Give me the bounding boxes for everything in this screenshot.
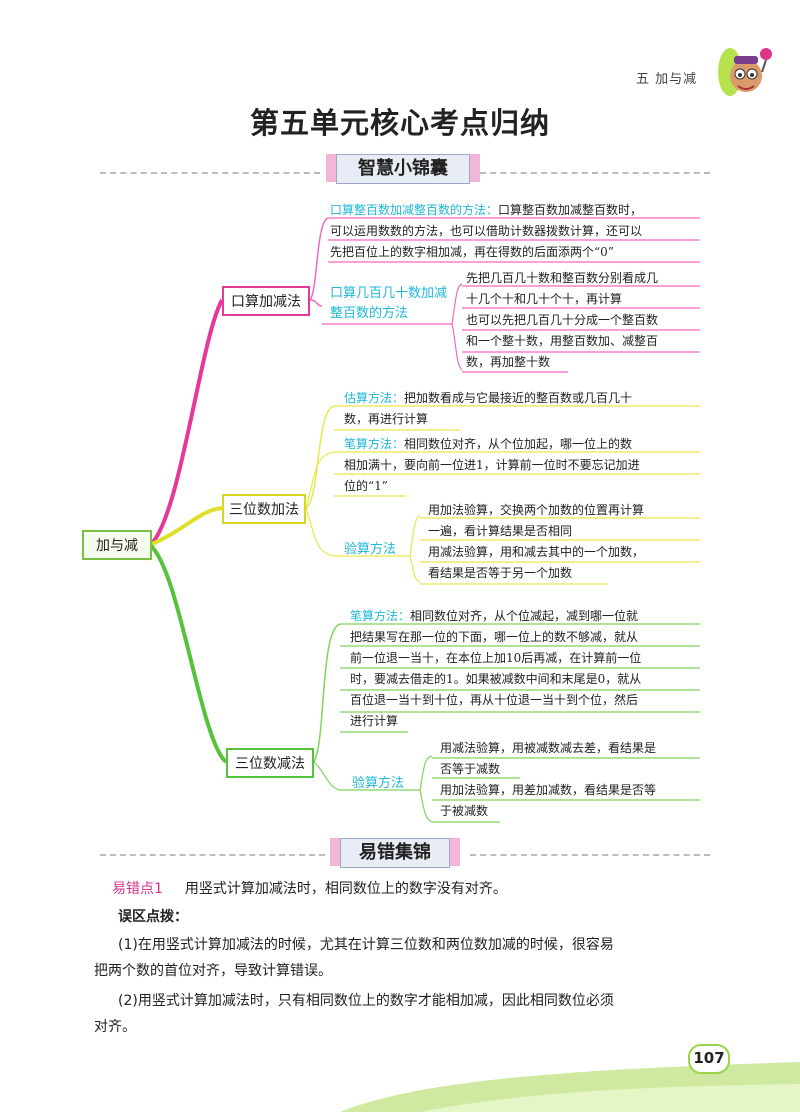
item-line: 相同数位对齐，从个位减起，减到哪一位就 (410, 609, 639, 623)
branch2-item3-heading: 验算方法 (344, 542, 397, 557)
section-banner-tips: 智慧小锦囊 (336, 154, 470, 184)
item-line: 百位退一当十到十位，再从十位退一当十到个位，然后 (350, 693, 639, 707)
item-line: 相加满十，要向前一位进1，计算前一位时不要忘记加进 (344, 458, 640, 472)
para-line: (2)用竖式计算加减法时，只有相同数位上的数字才能相加减，因此相同数位必须 (118, 993, 614, 1009)
branch2-item3-subs: 用加法验算，交换两个加数的位置再计算 一遍，看计算结果是否相同 用减法验算，用和… (428, 500, 708, 584)
sub-line: 数，再加整十数 (466, 355, 551, 369)
banner-cap-left (326, 154, 336, 182)
branch3-item2-heading: 验算方法 (352, 776, 405, 791)
sub-line: 用加法验算，用差加减数，看结果是否等 (440, 783, 657, 797)
banner-cap-right (470, 154, 480, 182)
divider-right (480, 172, 710, 174)
branch2-item2: 笔算方法：相同数位对齐，从个位加起，哪一位上的数 相加满十，要向前一位进1，计算… (344, 434, 704, 497)
banner-cap-left-2 (330, 838, 340, 866)
analysis-heading: 误区点拨： (118, 909, 188, 925)
section-banner-mistakes: 易错集锦 (340, 838, 450, 868)
bottom-wave-decoration (340, 1062, 800, 1112)
sub-line: 用减法验算，用和减去其中的一个加数， (428, 545, 645, 559)
sub-line: 于被减数 (440, 804, 489, 818)
branch1-item1: 口算整百数加减整百数的方法：口算整百数加减整百数时， 可以运用数数的方法，也可以… (330, 200, 710, 263)
mistake-text: 用竖式计算加减法时，相同数位上的数字没有对齐。 (184, 881, 507, 897)
mistake-tag: 易错点1 (112, 881, 163, 897)
divider-left-2 (100, 854, 325, 856)
item-heading: 笔算方法： (344, 437, 405, 451)
sub-line: 先把几百几十数和整百数分别看成几 (466, 271, 659, 285)
item-line: 先把百位上的数字相加减，再在得数的后面添两个“0” (330, 245, 614, 259)
branch-mental-calc: 口算加减法 (222, 286, 310, 316)
item-line: 可以运用数数的方法，也可以借助计数器拨数计算，还可以 (330, 224, 643, 238)
divider-left (100, 172, 320, 174)
analysis-paragraph-2: (2)用竖式计算加减法时，只有相同数位上的数字才能相加减，因此相同数位必须 对齐… (94, 988, 734, 1040)
sub-line: 一遍，看计算结果是否相同 (428, 524, 573, 538)
sub-line: 用减法验算，用被减数减去差，看结果是 (440, 741, 657, 755)
mindmap-root: 加与减 (82, 530, 152, 560)
sub-line: 看结果是否等于另一个加数 (428, 566, 573, 580)
branch3-item2-subs: 用减法验算，用被减数减去差，看结果是 否等于减数 用加法验算，用差加减数，看结果… (440, 738, 708, 822)
sub-line: 也可以先把几百几十分成一个整百数 (466, 313, 659, 327)
item-heading: 口算整百数加减整百数的方法： (330, 203, 499, 217)
sub-line: 用加法验算，交换两个加数的位置再计算 (428, 503, 645, 517)
mascot-icon (718, 48, 772, 96)
item-line: 前一位退一当十，在本位上加10后再减，在计算前一位 (350, 651, 642, 665)
branch1-item2-subs: 先把几百几十数和整百数分别看成几 十几个十和几十个十，再计算 也可以先把几百几十… (466, 268, 706, 373)
divider-right-2 (470, 854, 710, 856)
item-line: 把加数看成与它最接近的整百数或几百几十 (404, 391, 633, 405)
sub-line: 十几个十和几十个十，再计算 (466, 292, 623, 306)
para-line: 把两个数的首位对齐，导致计算错误。 (94, 963, 332, 979)
mistake-point: 易错点1 用竖式计算加减法时，相同数位上的数字没有对齐。 (112, 876, 732, 902)
branch1-item2-heading: 口算几百几十数加减整百数的方法 (330, 286, 448, 321)
item-line: 进行计算 (350, 714, 399, 728)
para-line: (1)在用竖式计算加减法的时候，尤其在计算三位数和两位数加减的时候，很容易 (118, 937, 614, 953)
item-line: 把结果写在那一位的下面，哪一位上的数不够减，就从 (350, 630, 639, 644)
analysis-paragraph-1: (1)在用竖式计算加减法的时候，尤其在计算三位数和两位数加减的时候，很容易 把两… (94, 932, 734, 984)
item-line: 相同数位对齐，从个位加起，哪一位上的数 (404, 437, 633, 451)
item-line: 时，要减去借走的1。如果被减数中间和末尾是0，就从 (350, 672, 642, 686)
para-line: 对齐。 (94, 1019, 136, 1035)
branch-three-digit-addition: 三位数加法 (222, 494, 306, 524)
item-heading: 估算方法： (344, 391, 405, 405)
item-line: 位的“1” (344, 479, 388, 493)
page-title: 第五单元核心考点归纳 (249, 106, 550, 140)
branch3-item1: 笔算方法：相同数位对齐，从个位减起，减到哪一位就 把结果写在那一位的下面，哪一位… (350, 606, 708, 732)
sub-line: 和一个整十数，用整百数加、减整百 (466, 334, 659, 348)
item-heading: 笔算方法： (350, 609, 411, 623)
banner-cap-right-2 (450, 838, 460, 866)
mindmap-connectors (148, 217, 700, 823)
sub-line: 否等于减数 (440, 762, 501, 776)
item-line: 数，再进行计算 (344, 412, 429, 426)
branch-three-digit-subtraction: 三位数减法 (226, 748, 314, 778)
item-line: 口算整百数加减整百数时， (498, 203, 643, 217)
chapter-header: 五 加与减 (636, 72, 698, 87)
branch2-item1: 估算方法：把加数看成与它最接近的整百数或几百几十 数，再进行计算 (344, 388, 704, 430)
page-number: 107 (688, 1044, 730, 1074)
